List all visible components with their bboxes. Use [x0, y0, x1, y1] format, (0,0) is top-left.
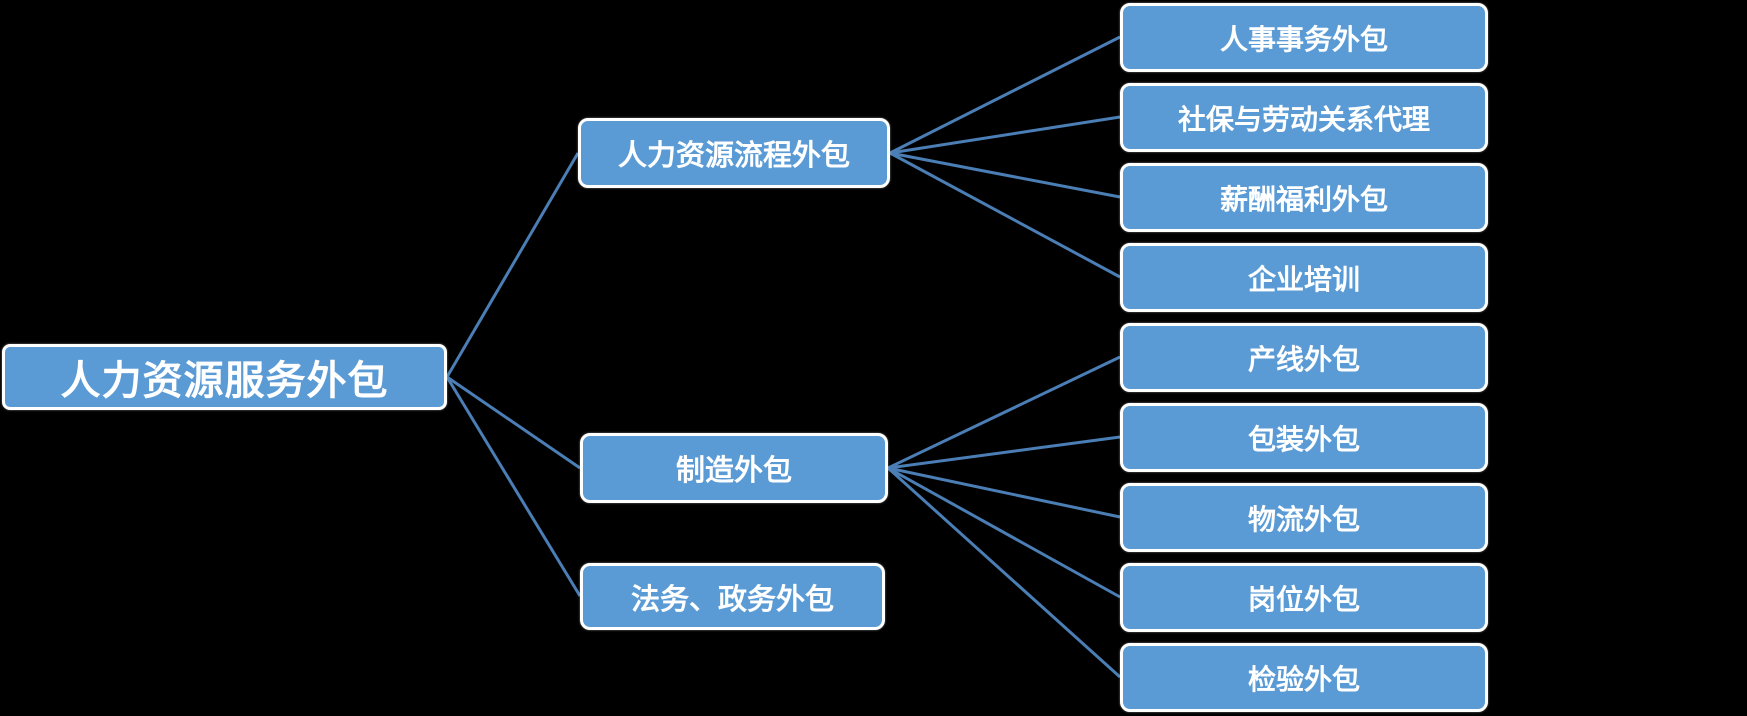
- connector-line: [887, 435, 1121, 470]
- connector-line: [889, 151, 1121, 199]
- leaf-node-label: 薪酬福利外包: [1219, 182, 1388, 216]
- leaf-node-label: 包装外包: [1247, 422, 1360, 456]
- connector-line: [887, 466, 1121, 519]
- branch-node-label: 人力资源流程外包: [617, 138, 850, 172]
- leaf-node-packaging: 包装外包: [1120, 403, 1488, 472]
- leaf-node-social-security-labor-relations: 社保与劳动关系代理: [1120, 83, 1488, 152]
- branch-node-label: 制造外包: [675, 453, 792, 487]
- connector-line: [887, 355, 1121, 470]
- leaf-node-position: 岗位外包: [1120, 563, 1488, 632]
- connector-line: [889, 115, 1121, 155]
- root-node: 人力资源服务外包: [2, 344, 447, 410]
- branch-node-legal-government-outsourcing: 法务、政务外包: [580, 563, 885, 630]
- leaf-node-personnel-affairs: 人事事务外包: [1120, 3, 1488, 72]
- connector-line: [889, 35, 1121, 155]
- connector-line: [446, 375, 581, 470]
- leaf-node-label: 产线外包: [1247, 342, 1360, 376]
- leaf-node-label: 人事事务外包: [1219, 22, 1388, 56]
- connector-line: [445, 376, 582, 597]
- leaf-node-label: 社保与劳动关系代理: [1177, 102, 1430, 136]
- connector-line: [886, 466, 1122, 679]
- root-node-label: 人力资源服务外包: [60, 358, 389, 404]
- branch-node-hr-process-outsourcing: 人力资源流程外包: [578, 118, 890, 188]
- leaf-node-label: 检验外包: [1247, 662, 1360, 696]
- leaf-node-logistics: 物流外包: [1120, 483, 1488, 552]
- connector-line: [889, 151, 1121, 279]
- leaf-node-label: 企业培训: [1247, 262, 1360, 296]
- leaf-node-inspection: 检验外包: [1120, 643, 1488, 712]
- branch-node-label: 法务、政务外包: [630, 581, 834, 616]
- leaf-node-label: 岗位外包: [1247, 582, 1360, 616]
- connector-line: [887, 466, 1121, 599]
- leaf-node-compensation-benefits: 薪酬福利外包: [1120, 163, 1488, 232]
- branch-node-manufacturing-outsourcing: 制造外包: [580, 433, 888, 503]
- leaf-node-label: 物流外包: [1247, 502, 1360, 536]
- connector-line: [445, 152, 580, 378]
- leaf-node-production-line: 产线外包: [1120, 323, 1488, 392]
- leaf-node-corporate-training: 企业培训: [1120, 243, 1488, 312]
